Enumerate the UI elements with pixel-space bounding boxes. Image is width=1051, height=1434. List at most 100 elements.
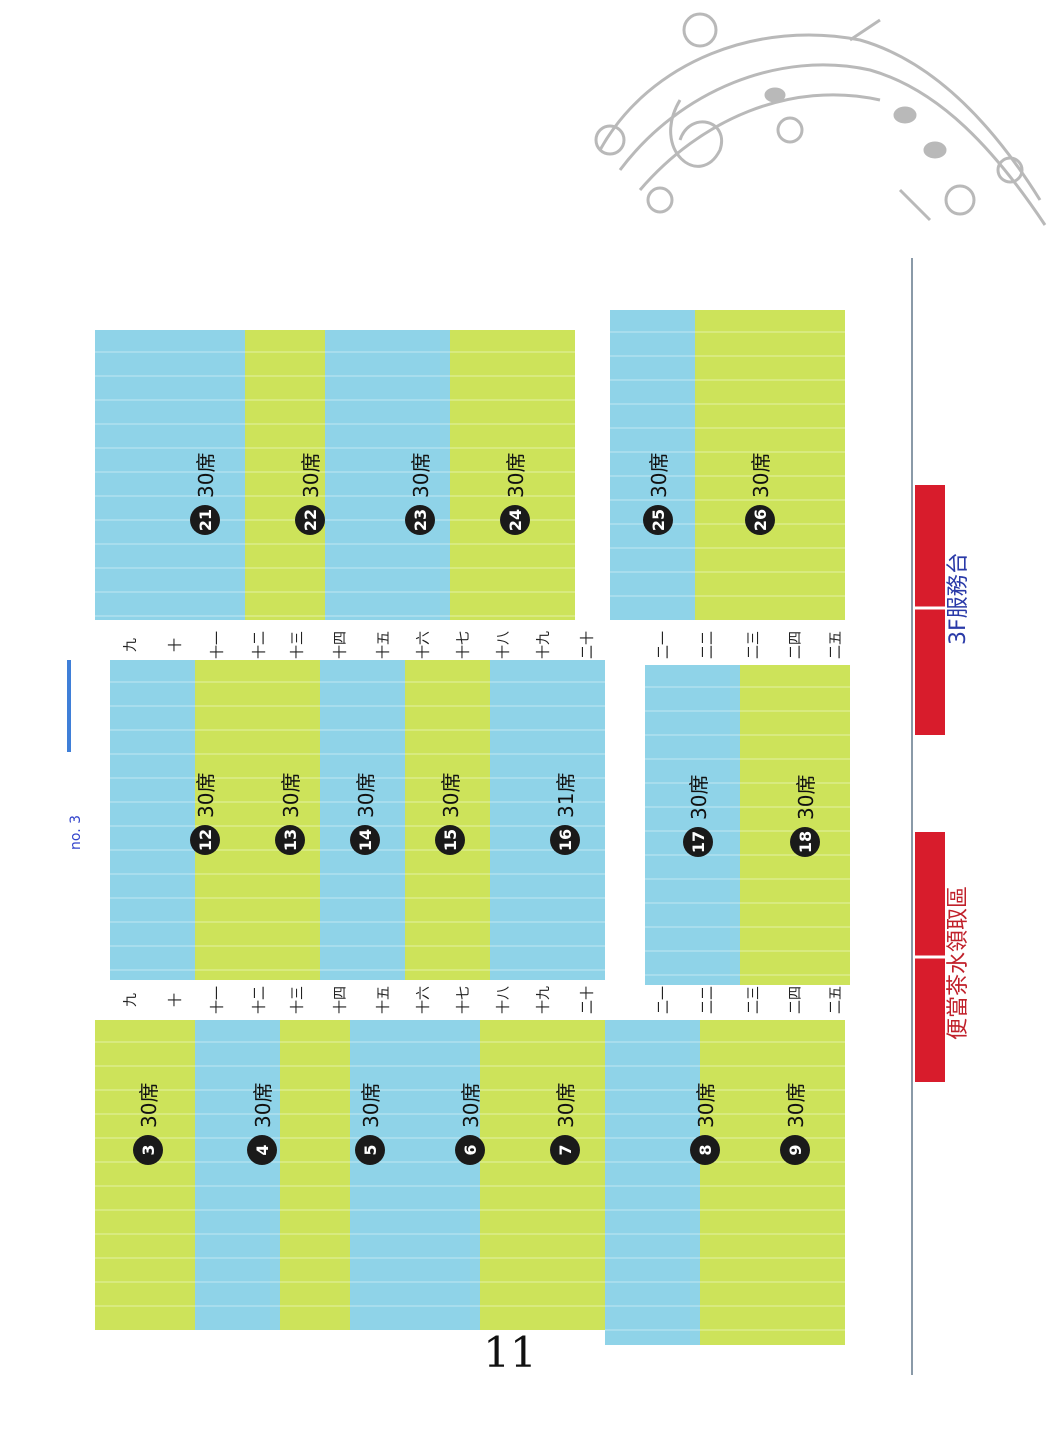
- row-label-left: 十三: [290, 986, 306, 1014]
- section-26-badge: [745, 505, 775, 535]
- row-label-right: 二二: [700, 631, 716, 659]
- section-15-number: 15: [441, 829, 460, 851]
- section-4-number: 4: [253, 1144, 272, 1155]
- section-8-badge: [690, 1135, 720, 1165]
- row-label-right: 九: [123, 638, 139, 652]
- section-18-seat-count: 30席: [794, 775, 818, 820]
- section-5-seat-count: 30席: [359, 1083, 383, 1128]
- row-label-right: 十七: [456, 631, 472, 659]
- section-5-block: [280, 1020, 350, 1330]
- section-13-seat-count: 30席: [279, 773, 303, 818]
- section-14-number: 14: [356, 829, 375, 851]
- row-label-left: 二十: [580, 986, 596, 1014]
- section-9-number: 9: [786, 1144, 805, 1155]
- music-notes-decoration-icon: [594, 12, 1047, 226]
- row-label-right: 十六: [416, 631, 432, 659]
- section-13-number: 13: [281, 829, 300, 851]
- service-desk-label: 3F服務台: [946, 552, 971, 645]
- row-label-left: 二五: [828, 986, 844, 1014]
- section-9-block: [700, 1020, 845, 1345]
- section-24-seat-count: 30席: [504, 453, 528, 498]
- section-5-badge: [355, 1135, 385, 1165]
- section-15-block: [405, 660, 490, 980]
- page-number: 11: [483, 1328, 537, 1377]
- row-label-left: 二一: [656, 986, 672, 1014]
- section-8-number: 8: [696, 1144, 715, 1155]
- section-25-badge: [643, 505, 673, 535]
- section-24-badge: [500, 505, 530, 535]
- section-23-number: 23: [411, 509, 430, 531]
- row-label-left: 十八: [496, 986, 512, 1014]
- section-22-badge: [295, 505, 325, 535]
- row-label-right: 十: [168, 638, 184, 652]
- section-16-block: [490, 660, 605, 980]
- section-16-badge: [550, 825, 580, 855]
- section-26-seat-count: 30席: [749, 453, 773, 498]
- row-label-right: 二一: [656, 631, 672, 659]
- section-5-number: 5: [361, 1144, 380, 1155]
- section-7-number: 7: [556, 1144, 575, 1155]
- section-22-number: 22: [301, 509, 320, 531]
- section-21-badge: [190, 505, 220, 535]
- section-21-number: 21: [196, 509, 215, 531]
- section-3-seat-count: 30席: [137, 1083, 161, 1128]
- row-label-right: 十一: [210, 631, 226, 659]
- accent-line: [67, 660, 71, 752]
- section-3-block: [95, 1020, 195, 1330]
- section-23-seat-count: 30席: [409, 453, 433, 498]
- section-12-block: [110, 660, 195, 980]
- section-12-seat-count: 30席: [194, 773, 218, 818]
- section-12-badge: [190, 825, 220, 855]
- section-15-seat-count: 30席: [439, 773, 463, 818]
- section-21-block: [95, 330, 245, 620]
- row-label-right: 二三: [746, 631, 762, 659]
- section-8-seat-count: 30席: [694, 1083, 718, 1128]
- section-23-badge: [405, 505, 435, 535]
- section-13-block: [195, 660, 320, 980]
- section-22-seat-count: 30席: [299, 453, 323, 498]
- section-25-seat-count: 30席: [647, 453, 671, 498]
- row-label-left: 九: [123, 993, 139, 1007]
- section-25-number: 25: [649, 509, 668, 531]
- note-text: no. 3: [68, 815, 84, 850]
- row-label-right: 十四: [333, 631, 349, 659]
- row-label-left: 十: [168, 993, 184, 1007]
- section-18-badge: [790, 827, 820, 857]
- row-label-left: 十一: [210, 986, 226, 1014]
- row-label-right: 十二: [252, 631, 268, 659]
- section-14-seat-count: 30席: [354, 773, 378, 818]
- row-label-right: 二四: [788, 631, 804, 659]
- row-label-left: 十四: [333, 986, 349, 1014]
- section-26-number: 26: [751, 509, 770, 531]
- section-3-badge: [133, 1135, 163, 1165]
- section-17-badge: [683, 827, 713, 857]
- row-label-left: 十六: [416, 986, 432, 1014]
- section-18-block: [740, 665, 850, 985]
- section-12-number: 12: [196, 829, 215, 851]
- row-label-left: 十七: [456, 986, 472, 1014]
- section-15-badge: [435, 825, 465, 855]
- section-6-seat-count: 30席: [459, 1083, 483, 1128]
- row-label-right: 十三: [290, 631, 306, 659]
- section-24-block: [450, 330, 575, 620]
- section-16-number: 16: [556, 829, 575, 851]
- row-label-left: 二四: [788, 986, 804, 1014]
- section-9-badge: [780, 1135, 810, 1165]
- section-18-number: 18: [796, 831, 815, 853]
- section-14-block: [320, 660, 405, 980]
- section-13-badge: [275, 825, 305, 855]
- section-4-seat-count: 30席: [251, 1083, 275, 1128]
- service-desk-bar: [915, 485, 945, 735]
- section-6-number: 6: [461, 1144, 480, 1155]
- pickup-area-label: 便當茶水領取區: [946, 886, 971, 1040]
- section-6-block: [350, 1020, 480, 1330]
- row-label-right: 二五: [828, 631, 844, 659]
- section-8-block: [605, 1020, 700, 1345]
- row-label-right: 十五: [376, 631, 392, 659]
- section-4-block: [195, 1020, 280, 1330]
- section-14-badge: [350, 825, 380, 855]
- section-17-seat-count: 30席: [687, 775, 711, 820]
- row-label-right: 十九: [536, 631, 552, 659]
- section-7-seat-count: 30席: [554, 1083, 578, 1128]
